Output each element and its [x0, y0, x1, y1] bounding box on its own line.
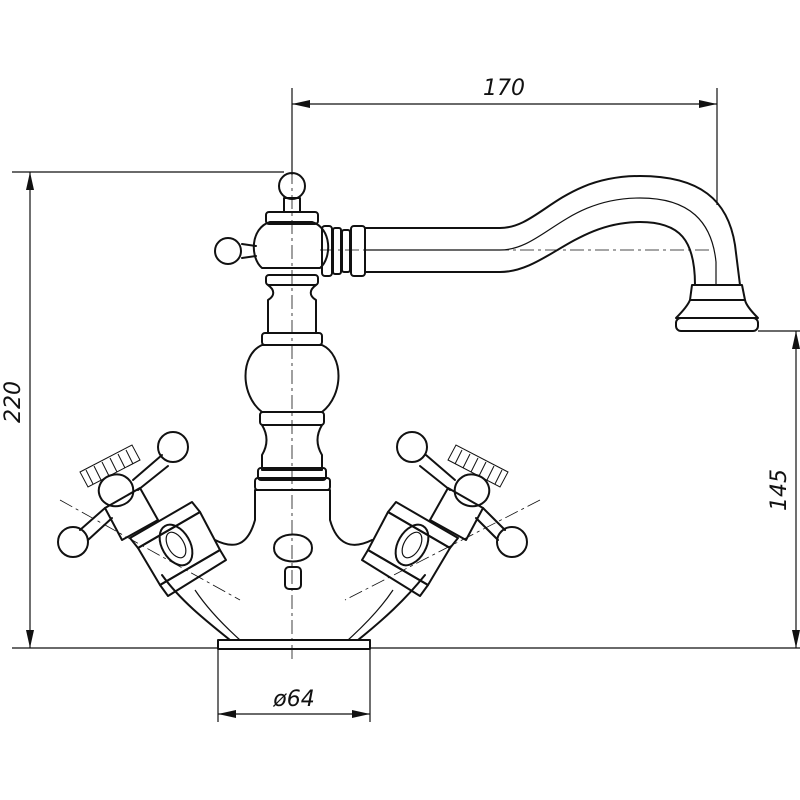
- left-valve: [57, 431, 227, 597]
- dimension-label-64: ø64: [272, 687, 314, 712]
- dimension-base-diameter: ø64: [217, 650, 371, 722]
- faucet-body: [214, 477, 373, 590]
- dimension-spout-reach: 170: [291, 76, 718, 205]
- dimension-total-height: 220: [1, 171, 284, 649]
- center-lines: [59, 170, 710, 660]
- spout: [321, 175, 759, 332]
- right-valve: [361, 431, 528, 597]
- dimension-label-170: 170: [483, 76, 525, 101]
- dimension-label-145: 145: [767, 469, 792, 511]
- central-column: [244, 274, 340, 481]
- dimension-spout-height: 145: [370, 330, 800, 649]
- dimension-label-220: 220: [1, 381, 26, 423]
- faucet-head: [214, 172, 330, 269]
- faucet-base: [161, 574, 426, 650]
